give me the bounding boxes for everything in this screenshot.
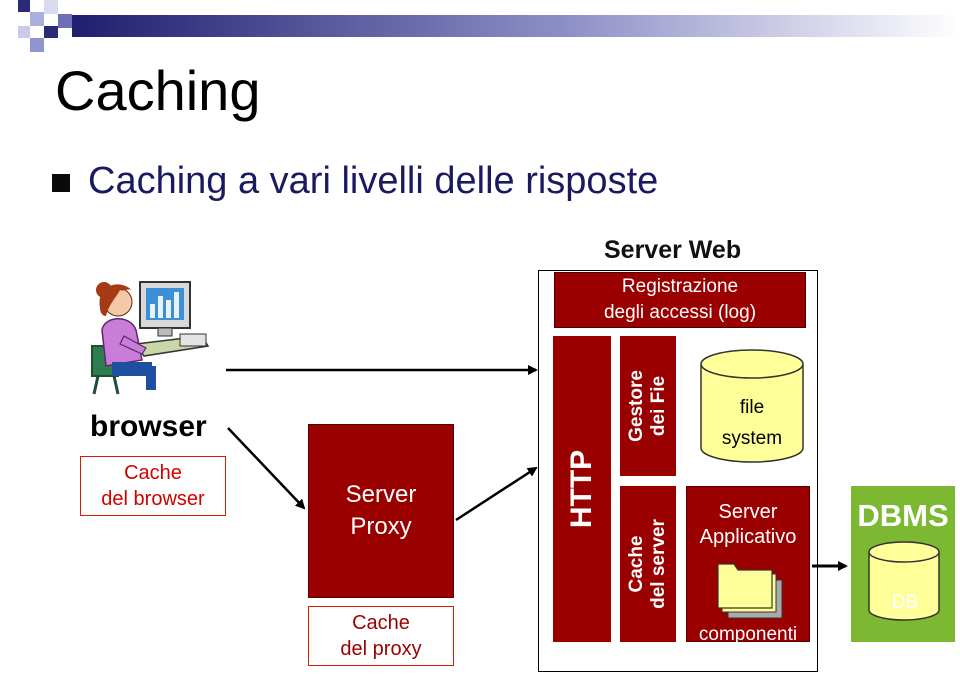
file-system-line2: system — [721, 428, 783, 449]
cache-proxy-box: Cache del proxy — [308, 606, 454, 666]
http-label: HTTP — [565, 449, 598, 529]
file-manager-line1: Gestore — [626, 370, 647, 442]
cache-proxy-line2: del proxy — [340, 638, 422, 660]
cache-proxy-line1: Cache — [352, 612, 410, 634]
server-cache-label: Cache del server — [626, 519, 670, 609]
cache-browser-box: Cache del browser — [80, 456, 226, 516]
cache-browser-line2: del browser — [101, 488, 205, 510]
server-cache-line2: del server — [648, 519, 669, 609]
dbms-label: DBMS — [857, 498, 949, 533]
server-cache-box: Cache del server — [620, 486, 676, 642]
application-server-line2: Applicativo — [699, 526, 797, 548]
proxy-line2: Proxy — [350, 513, 412, 540]
proxy-line1: Server — [345, 481, 417, 508]
components-label: componenti — [698, 624, 798, 645]
cache-browser-line1: Cache — [124, 462, 182, 484]
bullet-square-icon — [52, 174, 70, 192]
database-cylinder-icon — [868, 541, 940, 621]
components-folder-icon — [717, 563, 783, 619]
file-manager-label: Gestore dei Fie — [626, 370, 670, 442]
http-box: HTTP — [553, 336, 611, 642]
application-server-label: Server Applicativo — [686, 500, 810, 550]
file-system-line1: file — [739, 397, 765, 418]
file-manager-box: Gestore dei Fie — [620, 336, 676, 476]
proxy-server-box: Server Proxy — [308, 424, 454, 598]
db-label: DB — [891, 592, 919, 613]
user-at-computer-icon — [91, 281, 210, 395]
server-web-container — [538, 270, 818, 672]
log-registration-box: Registrazione degli accessi (log) — [554, 272, 806, 328]
arrow-browser-to-proxy — [227, 427, 306, 510]
file-manager-line2: dei Fie — [648, 375, 669, 437]
arrow-proxy-to-server — [455, 466, 538, 522]
server-cache-line1: Cache — [626, 535, 647, 593]
log-line1: Registrazione — [621, 276, 739, 297]
bullet-text: Caching a vari livelli delle risposte — [88, 160, 659, 202]
log-line2: degli accessi (log) — [603, 302, 757, 323]
application-server-line1: Server — [718, 501, 778, 523]
server-web-label: Server Web — [604, 236, 742, 264]
slide-title: Caching — [55, 59, 261, 122]
top-decoration-bar — [18, 0, 960, 52]
file-system-label: file system — [702, 392, 802, 454]
file-system-cylinder-icon — [700, 349, 804, 463]
browser-label: browser — [90, 410, 207, 443]
